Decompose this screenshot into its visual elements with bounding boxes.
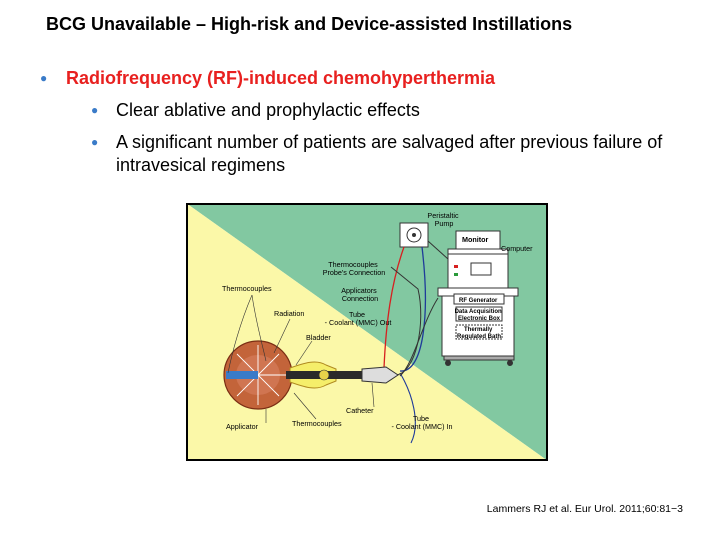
bullet-patients-salvaged: A significant number of patients are sal… [116,132,663,175]
label-rf-generator: RF Generator [459,298,498,304]
tube-coolant-in [399,246,426,372]
label-thermocouples-probe: Thermocouples Probe's Connection [323,260,386,277]
slide-title: BCG Unavailable – High-risk and Device-a… [46,14,573,34]
label-catheter: Catheter [346,406,374,415]
label-radiation: Radiation [274,309,304,318]
label-thermocouples-top: Thermocouples [222,284,272,293]
tube-return [399,372,416,444]
bullet-dot-2: ● [91,103,99,117]
bladder-sphere [223,340,293,410]
label-applicator: Applicator [226,422,259,431]
monitor [447,230,509,255]
device-diagram: Peristaltic Pump Monitor Computer Thermo… [186,203,548,461]
label-peristaltic-pump: Peristaltic Pump [427,211,460,228]
thermo-wire [390,266,422,376]
label-data-acquisition: Data Acquisition Electronic Box [455,309,504,322]
label-thermally-regulated-bath: Thermally Regulated Bath [457,327,501,340]
peristaltic-pump [399,222,429,248]
bullet-rf-chemohyperthermia: Radiofrequency (RF)-induced chemohyperth… [66,68,496,88]
catheter [286,361,399,389]
label-applicators-connection: Applicators Connection [341,286,379,303]
label-thermocouples-bottom: Thermocouples [292,419,342,428]
label-bladder: Bladder [306,333,331,342]
label-tube-in: Tube - Coolant (MMC) In [391,414,452,431]
applicator-wire [399,297,439,377]
bullet-dot-1: ● [40,71,48,85]
label-monitor: Monitor [462,235,489,244]
computer-cart [437,253,519,366]
label-computer: Computer [501,244,533,253]
label-peristaltic-pump-l2: Pump [435,219,454,228]
reference-citation: Lammers RJ et al. Eur Urol. 2011;60:81−3 [486,503,683,515]
bullet-ablative-effects: Clear ablative and prophylactic effects [116,100,420,120]
tube-coolant-out [383,246,405,369]
label-peristaltic-pump-l1: Peristaltic [427,211,459,220]
label-tube-out: Tube - Coolant (MMC) Out [325,310,392,327]
bullet-dot-3: ● [91,135,99,149]
